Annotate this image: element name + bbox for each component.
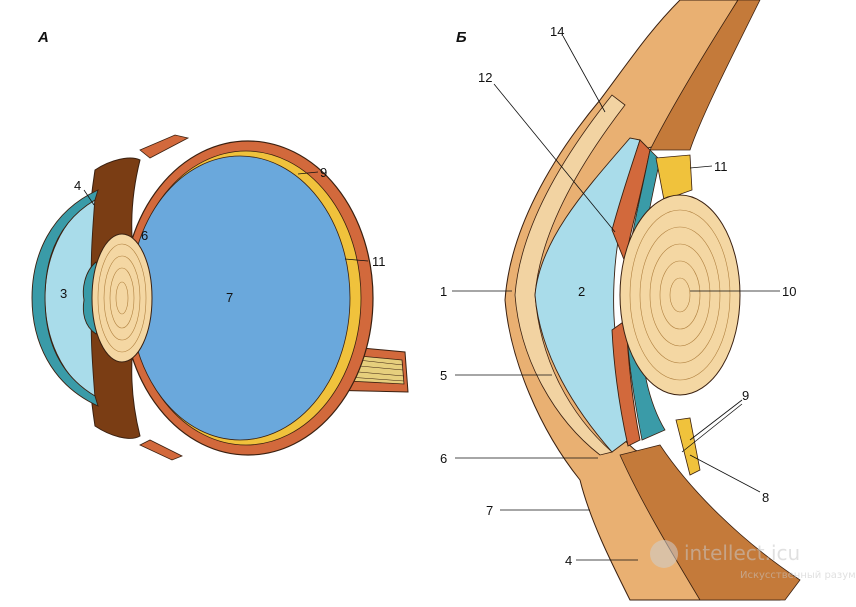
label-b-4: 4 bbox=[565, 553, 572, 568]
label-b-14: 14 bbox=[550, 24, 564, 39]
label-b-12: 12 bbox=[478, 70, 492, 85]
panel-b-leaders bbox=[452, 35, 780, 561]
label-b-1: 1 bbox=[440, 284, 447, 299]
lower-muscle-tag bbox=[139, 439, 183, 461]
label-b-10: 10 bbox=[782, 284, 796, 299]
label-b-6: 6 bbox=[440, 451, 447, 466]
watermark-tagline: Искусственный разум bbox=[740, 570, 856, 581]
ciliary-muscle-tissue bbox=[649, 0, 761, 151]
label-b-5: 5 bbox=[440, 368, 447, 383]
label-a-9: 9 bbox=[320, 165, 327, 180]
panel-a-leaders bbox=[83, 171, 369, 262]
label-a-3: 3 bbox=[60, 286, 67, 301]
lens-rings bbox=[97, 243, 147, 353]
lens-b bbox=[619, 194, 741, 396]
label-a-6: 6 bbox=[141, 228, 148, 243]
lens bbox=[91, 233, 153, 363]
watermark-domain: intellect.icu bbox=[684, 541, 800, 565]
lens-b-rings bbox=[629, 209, 731, 381]
zonule-lower bbox=[675, 417, 701, 476]
watermark-logo-icon bbox=[650, 540, 678, 568]
label-b-2: 2 bbox=[578, 284, 585, 299]
label-b-8: 8 bbox=[762, 490, 769, 505]
label-b-7: 7 bbox=[486, 503, 493, 518]
watermark: intellect.icu Искусственный разум bbox=[650, 540, 856, 581]
lower-tissue-band bbox=[619, 444, 801, 601]
label-a-4: 4 bbox=[74, 178, 81, 193]
panel-a-eyeball: А 3 4 6 7 9 11 bbox=[31, 29, 409, 461]
panel-a-title: А bbox=[37, 29, 49, 46]
ciliary-process-upper bbox=[655, 154, 693, 201]
label-b-9: 9 bbox=[742, 388, 749, 403]
label-a-11: 11 bbox=[372, 254, 386, 269]
label-b-11: 11 bbox=[714, 159, 728, 174]
vitreous-body bbox=[129, 155, 351, 441]
panel-b-anterior-segment: Б 1 2 4 5 6 7 8 9 10 11 12 14 bbox=[440, 0, 801, 601]
label-a-7: 7 bbox=[226, 290, 233, 305]
cornea-b bbox=[514, 94, 626, 456]
upper-muscle-tag bbox=[139, 134, 190, 159]
cornea bbox=[31, 189, 99, 407]
panel-b-title: Б bbox=[456, 29, 467, 46]
